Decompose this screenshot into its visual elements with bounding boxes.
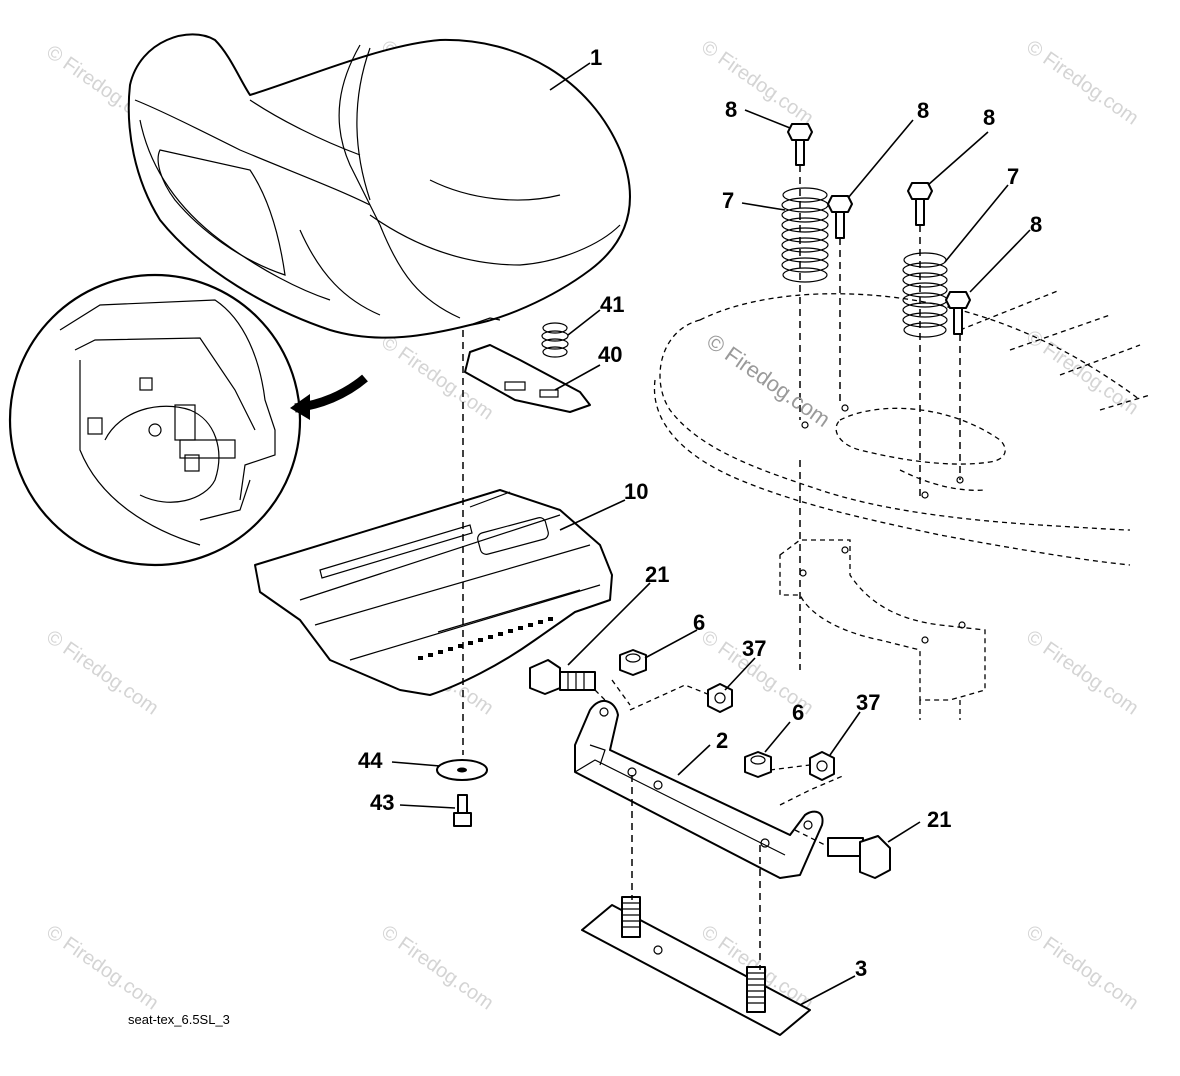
figure-code: seat-tex_6.5SL_3	[128, 1012, 230, 1027]
flange-nut	[619, 649, 647, 676]
callout-7: 7	[1007, 164, 1019, 189]
bolt	[787, 123, 813, 166]
watermark: © Firedog.com	[1022, 36, 1142, 129]
callout-37: 37	[742, 636, 766, 661]
seat-bracket	[574, 700, 824, 879]
stud	[621, 896, 641, 938]
stud	[746, 966, 766, 1013]
watermark: © Firedog.com	[1022, 921, 1142, 1014]
callout-40: 40	[598, 342, 622, 367]
callout-10: 10	[624, 479, 648, 504]
shoulder-bolt	[529, 659, 596, 695]
callout-8: 8	[917, 98, 929, 123]
detail-inset	[8, 273, 368, 567]
callout-43: 43	[370, 790, 394, 815]
watermark: © Firedog.com	[1022, 626, 1142, 719]
callout-labels: 1 8 8 8 8 7 7 41 40 10 21 6 37 6 37 2 21…	[358, 45, 1042, 981]
bolt	[945, 291, 971, 335]
bolt	[827, 195, 853, 239]
callout-21: 21	[927, 807, 951, 832]
small-spring	[541, 322, 569, 358]
callout-37: 37	[856, 690, 880, 715]
screw	[453, 794, 472, 827]
callout-21: 21	[645, 562, 669, 587]
washer	[436, 759, 488, 781]
callout-6: 6	[792, 700, 804, 725]
seat-pan	[254, 489, 613, 696]
leader-lines	[391, 62, 1031, 1006]
slot-row	[418, 617, 553, 660]
seat-clip	[464, 344, 591, 413]
callout-8: 8	[1030, 212, 1042, 237]
callout-3: 3	[855, 956, 867, 981]
spring	[781, 187, 829, 283]
bolt	[907, 182, 933, 226]
callout-7: 7	[722, 188, 734, 213]
lock-nut	[809, 751, 835, 781]
callout-2: 2	[716, 728, 728, 753]
callout-6: 6	[693, 610, 705, 635]
lock-nut	[707, 683, 733, 713]
assembly-lines	[462, 165, 961, 970]
watermark: © Firedog.com	[42, 921, 162, 1014]
callout-8: 8	[983, 105, 995, 130]
seat	[127, 33, 631, 339]
callout-41: 41	[600, 292, 624, 317]
flange-nut	[744, 751, 772, 778]
watermark: © Firedog.com	[702, 329, 835, 432]
spring	[902, 252, 948, 338]
shoulder-bolt	[827, 835, 891, 879]
callout-44: 44	[358, 748, 383, 773]
callout-8: 8	[725, 97, 737, 122]
watermark: © Firedog.com	[42, 626, 162, 719]
watermark: © Firedog.com	[377, 921, 497, 1014]
callout-1: 1	[590, 45, 602, 70]
